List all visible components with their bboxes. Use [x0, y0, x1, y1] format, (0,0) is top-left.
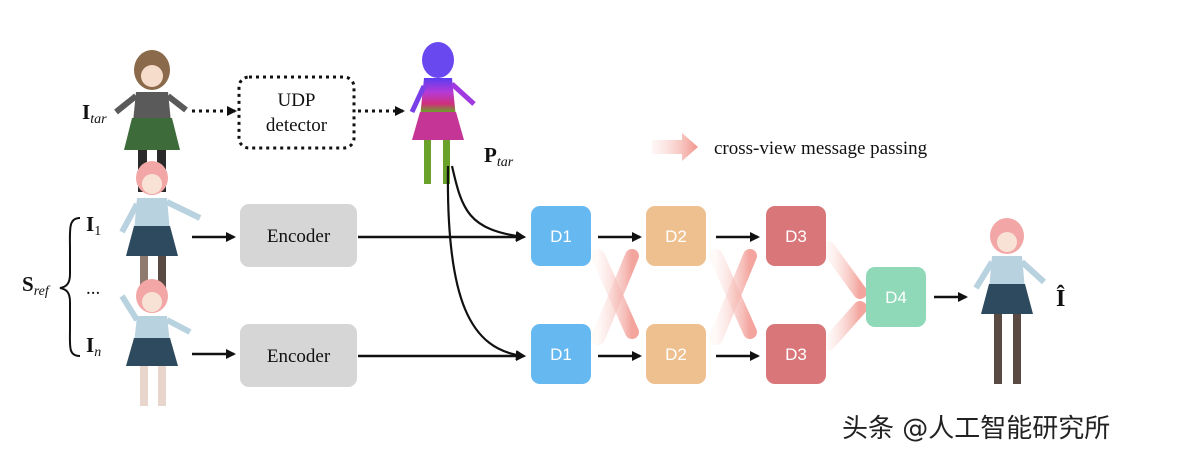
reference-character-image-1 [119, 161, 202, 296]
d2-label-top: D2 [665, 227, 687, 246]
udp-detector-box [237, 75, 356, 150]
d4-block [866, 267, 926, 327]
d3-block-top [766, 206, 826, 266]
encoder-box-1 [240, 204, 357, 267]
label-p-tar: Ptar [484, 143, 514, 170]
d3-label-top: D3 [785, 227, 807, 246]
legend-label: cross-view message passing [714, 138, 928, 159]
target-character-image [114, 50, 188, 192]
target-pose-image [409, 42, 476, 184]
d4-label: D4 [885, 288, 907, 307]
label-s-ref: Sref [22, 272, 51, 299]
reference-character-image-n [119, 279, 192, 406]
udp-detector-label-line2: detector [266, 115, 328, 136]
d3-label-bottom: D3 [785, 345, 807, 364]
encoder-label-n: Encoder [267, 346, 331, 367]
encoder-box-n [240, 324, 357, 387]
d3-block-bottom [766, 324, 826, 384]
arrow-pose-to-d1-top [450, 165, 526, 241]
d2-block-top [646, 206, 706, 266]
output-character-image [973, 218, 1047, 384]
legend-message-arrow-icon [652, 133, 698, 161]
label-i-hat: Î [1056, 285, 1065, 312]
watermark-text: 头条 @人工智能研究所 [842, 414, 1111, 444]
reference-set-brace [59, 217, 81, 357]
d1-label-bottom: D1 [550, 345, 572, 364]
d2-label-bottom: D2 [665, 345, 687, 364]
d1-block-top [531, 206, 591, 266]
label-i-n: In [86, 333, 101, 360]
arrow-pose-to-d1-bottom [446, 165, 526, 361]
d1-block-bottom [531, 324, 591, 384]
message-passing-arrows [591, 241, 867, 351]
d2-block-bottom [646, 324, 706, 384]
d1-label-top: D1 [550, 227, 572, 246]
label-i-tar: Itar [82, 100, 107, 127]
encoder-label-1: Encoder [267, 226, 331, 247]
udp-detector-label-line1: UDP [277, 90, 315, 111]
label-ellipsis: ... [86, 278, 100, 299]
label-i-1: I1 [86, 212, 101, 239]
